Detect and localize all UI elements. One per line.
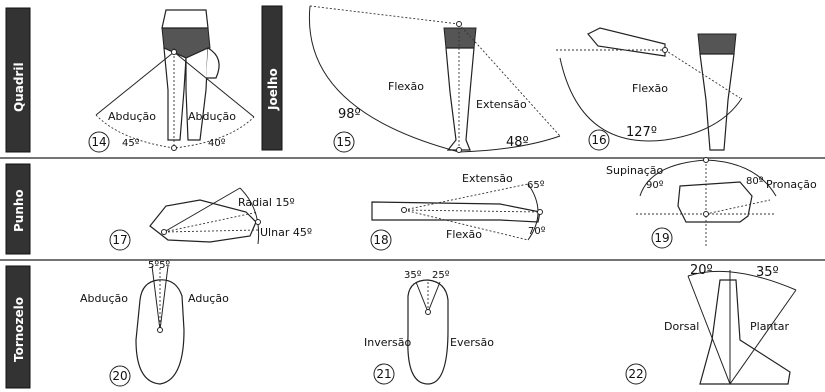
figure-16-knee-lifted: Flexão 127º 16 [556,28,742,150]
section-label-knee: Joelho [266,68,280,111]
degree-flexion-70: 70º [528,226,546,237]
degree-left-45: 45º [122,138,140,149]
label-abduction-20: Abdução [80,292,128,305]
degree-extension-48: 48º [506,135,529,150]
label-extension-15: Extensão [476,98,527,111]
label-supination: Supinação [606,164,663,177]
figure-22-ankle-flexion: 20º 35º Dorsal Plantar 22 [626,263,796,384]
degree-dorsal-20: 20º [690,263,713,278]
label-plantar: Plantar [750,320,789,333]
section-tab-hip: Quadril [6,8,30,152]
figure-18-wrist-flexion: Extensão Flexão 65º 70º 18 [371,172,546,250]
knee-standing-body-illustration [444,28,476,150]
figure-number-21: 21 [376,367,391,381]
figure-21-foot-inversion: 35º 25º Inversão Eversão 21 [364,270,494,384]
fist-illustration-19 [678,182,752,222]
forearm-illustration-18 [372,202,540,222]
degree-plantar-35: 35º [756,265,779,280]
label-extension-18: Extensão [462,172,513,185]
degree-supination-90: 90º [646,180,664,191]
label-flexion-18: Flexão [446,228,482,241]
figure-17-wrist-deviation: Radial 15º Ulnar 45º 17 [110,188,312,250]
label-abduction-right: Abdução [188,110,236,123]
label-ulnar-45: Ulnar 45º [260,226,312,239]
label-abduction-left: Abdução [108,110,156,123]
degree-flexion-98: 98º [338,107,361,122]
section-tab-wrist: Punho [6,164,30,254]
figure-number-15: 15 [336,135,351,149]
label-pronation: Pronação [766,178,817,191]
degree-pronation-80: 80º [746,176,764,187]
label-dorsal: Dorsal [664,320,699,333]
figure-number-20: 20 [112,369,127,383]
label-radial-15: Radial 15º [238,196,295,209]
figure-14-hip-abduction: Abdução Abdução 45º 40º 14 [89,10,254,152]
degree-extension-65: 65º [527,180,545,191]
figure-number-18: 18 [373,233,388,247]
degree-eversion-25: 25º [432,270,450,281]
section-label-hip: Quadril [12,62,26,112]
label-eversion: Eversão [450,336,494,349]
section-tab-knee: Joelho [262,6,282,150]
figure-number-19: 19 [654,231,669,245]
figure-number-17: 17 [112,233,127,247]
figure-20-foot-abduction: 5º5º Abdução Adução 20 [80,260,229,386]
section-label-wrist: Punho [12,189,26,232]
figure-number-14: 14 [91,135,106,149]
degree-5-5: 5º5º [148,260,170,271]
figure-number-22: 22 [628,367,643,381]
section-label-ankle: Tornozelo [12,297,26,362]
figure-15-knee-standing: Flexão Extensão 98º 48º 15 [309,6,560,153]
label-inversion: Inversão [364,336,411,349]
figure-19-supination-pronation: Supinação Pronação 90º 80º 19 [606,158,817,249]
degree-flexion-127: 127º [626,125,657,140]
figure-number-16: 16 [591,133,606,147]
label-flexion-16: Flexão [632,82,668,95]
label-adduction-20: Adução [188,292,229,305]
degree-right-40: 40º [208,138,226,149]
degree-inversion-35: 35º [404,270,422,281]
label-flexion-15: Flexão [388,80,424,93]
section-tab-ankle: Tornozelo [6,266,30,388]
